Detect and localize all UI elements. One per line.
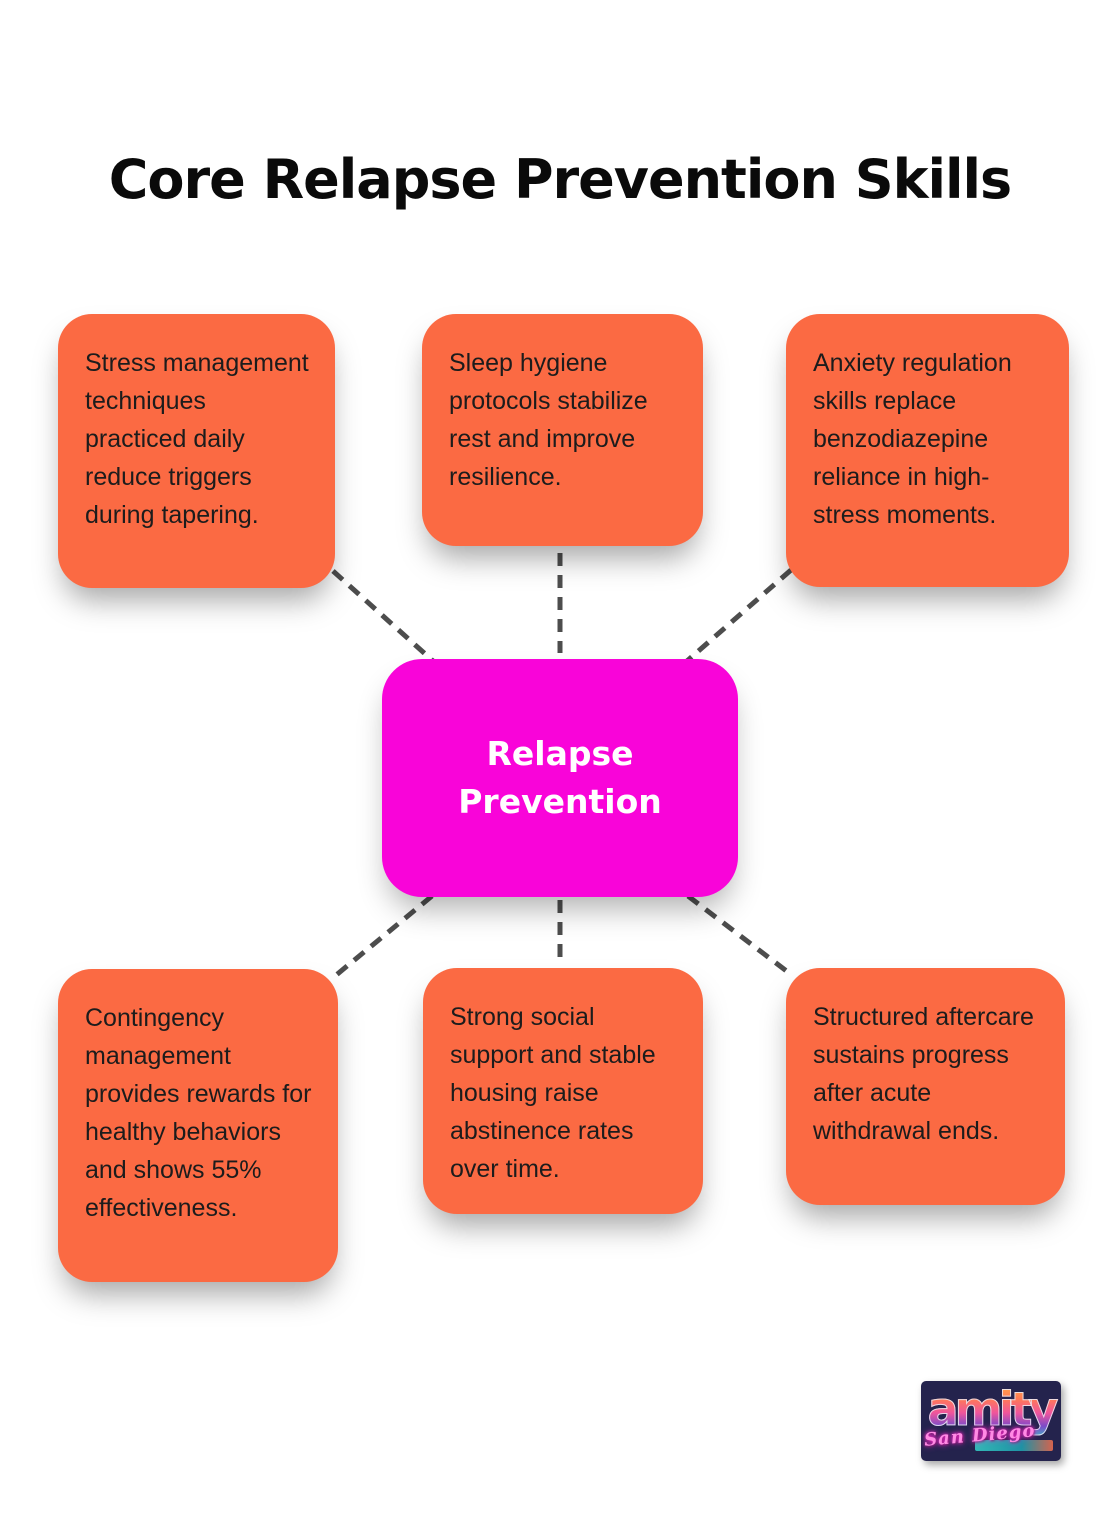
node-anxiety-regulation: Anxiety regulation skills replace benzod… <box>786 314 1069 587</box>
amity-logo: amity San Diego <box>921 1381 1061 1461</box>
center-node-label: Relapse Prevention <box>458 734 662 821</box>
connector-line <box>686 894 795 978</box>
node-text: Strong social support and stable housing… <box>450 1003 656 1183</box>
page-title: Core Relapse Prevention Skills <box>108 148 1012 212</box>
node-text: Contingency management provides rewards … <box>85 1004 312 1222</box>
node-stress-management: Stress management techniques practiced d… <box>58 314 335 588</box>
logo-brand-text: amity <box>921 1381 1061 1439</box>
logo-water-stripe <box>975 1440 1053 1451</box>
connector-line <box>333 894 434 978</box>
node-text: Structured aftercare sustains progress a… <box>813 1003 1034 1145</box>
connector-line <box>685 568 793 663</box>
node-text: Anxiety regulation skills replace benzod… <box>813 349 1012 529</box>
node-text: Stress management techniques practiced d… <box>85 349 309 529</box>
node-sleep-hygiene: Sleep hygiene protocols stabilize rest a… <box>422 314 703 546</box>
node-social-support: Strong social support and stable housing… <box>423 968 703 1214</box>
node-contingency-management: Contingency management provides rewards … <box>58 969 338 1282</box>
center-node-relapse-prevention: Relapse Prevention <box>382 659 738 897</box>
node-structured-aftercare: Structured aftercare sustains progress a… <box>786 968 1065 1205</box>
node-text: Sleep hygiene protocols stabilize rest a… <box>449 349 648 491</box>
connector-line <box>331 569 435 663</box>
